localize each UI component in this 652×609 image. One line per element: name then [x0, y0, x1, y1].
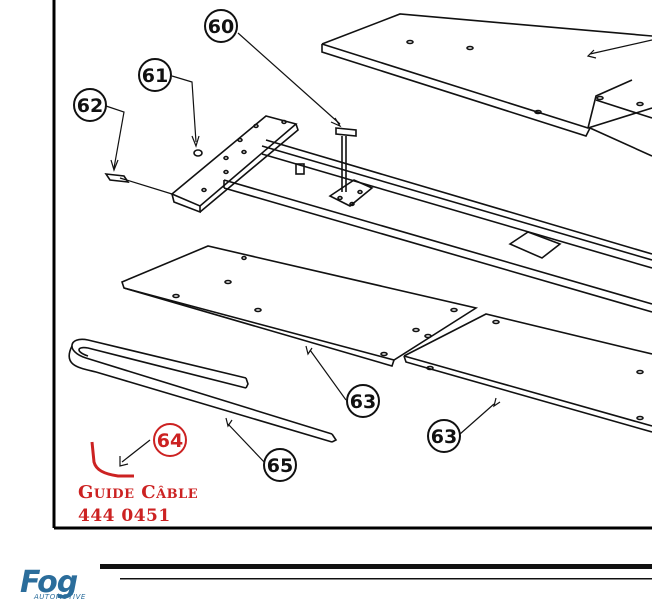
leader-lines — [105, 32, 652, 467]
trim-strip — [68, 338, 338, 443]
top-panel — [321, 13, 652, 157]
floor-panel-left — [121, 245, 479, 367]
callout-62: 62 — [73, 88, 107, 122]
part-label-63-left: 63 — [350, 391, 376, 413]
part-label-60: 60 — [208, 16, 234, 38]
callout-60: 60 — [204, 9, 238, 43]
callout-63-left: 63 — [346, 384, 380, 418]
brand-logo: Fog AUTOMOTIVE — [14, 568, 114, 604]
caption-title: Guide Câble — [78, 482, 199, 503]
caption-part-number: 444 0451 — [78, 506, 171, 526]
cable-guide-part — [90, 441, 134, 478]
callout-64: 64 — [153, 423, 187, 457]
footer-rules — [100, 564, 652, 580]
floor-panel-right — [403, 313, 652, 433]
logo-subtitle: AUTOMOTIVE — [34, 593, 86, 601]
callout-65: 65 — [263, 448, 297, 482]
part-label-61: 61 — [142, 65, 168, 87]
part-label-62: 62 — [77, 95, 103, 117]
drawing-border — [52, 0, 652, 530]
logo-wordmark: Fog — [20, 565, 78, 600]
part-label-64: 64 — [157, 430, 183, 452]
callout-61: 61 — [138, 58, 172, 92]
part-label-65: 65 — [267, 455, 293, 477]
part-label-63-right: 63 — [431, 426, 457, 448]
rail-assembly — [104, 115, 652, 313]
callout-63-right: 63 — [427, 419, 461, 453]
